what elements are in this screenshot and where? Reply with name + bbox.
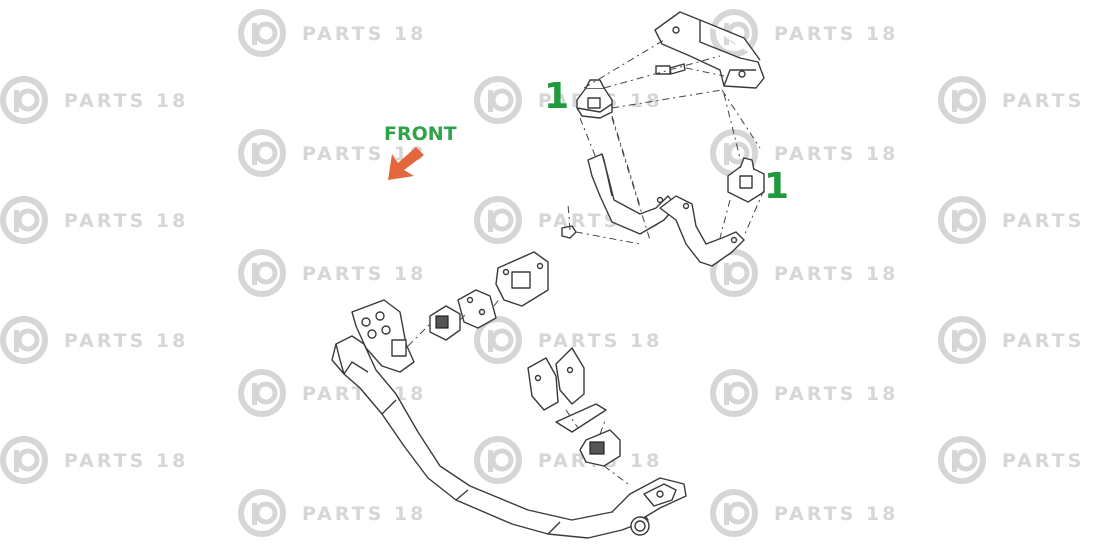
front-label: FRONT xyxy=(384,123,457,145)
callout-number-upper: 1 xyxy=(544,76,569,117)
watermark-text: PARTS xyxy=(1002,90,1084,112)
parts18-logo-icon xyxy=(474,316,522,364)
watermark-text: PARTS 18 xyxy=(302,503,426,525)
assembly-leader-lines xyxy=(567,39,765,245)
mount-support-bracket-left xyxy=(587,153,677,235)
watermark-text: PARTS xyxy=(1002,450,1084,472)
watermark-text: PARTS 18 xyxy=(302,263,426,285)
front-arrow-icon xyxy=(388,147,424,180)
mount-support-bracket-right xyxy=(659,195,745,267)
parts18-logo-icon xyxy=(0,76,48,124)
watermark-text: PARTS 18 xyxy=(64,90,188,112)
parts18-logo-icon xyxy=(938,196,986,244)
watermark-text: PARTS xyxy=(1002,210,1084,232)
front-direction-indicator: FRONT xyxy=(384,123,457,180)
nut xyxy=(561,225,577,239)
parts18-logo-icon xyxy=(238,9,286,57)
parts18-logo-icon xyxy=(710,249,758,297)
watermark-parts18: PARTS 18 xyxy=(0,436,188,484)
watermark-parts18: PARTS 18 xyxy=(0,76,188,124)
watermark-parts18: PARTS 18 xyxy=(0,196,188,244)
watermark-text: PARTS xyxy=(1002,330,1084,352)
watermark-parts18: PARTS 18 xyxy=(238,9,426,57)
parts18-logo-icon xyxy=(938,436,986,484)
watermark-parts18: PARTS 18 xyxy=(238,489,426,537)
parts18-logo-icon xyxy=(474,76,522,124)
watermark-text: PARTS 18 xyxy=(64,210,188,232)
watermark-parts18: PARTS 18 xyxy=(710,489,898,537)
parts18-logo-icon xyxy=(474,436,522,484)
watermark-text: PARTS 18 xyxy=(774,503,898,525)
watermark-text: PARTS 18 xyxy=(774,383,898,405)
parts18-logo-icon xyxy=(238,489,286,537)
engine-mount-insulator-upper xyxy=(576,79,613,119)
watermark-parts18: PARTS 18 xyxy=(710,9,898,57)
watermark-text: PARTS 18 xyxy=(538,330,662,352)
watermark-parts18: PARTS 18 xyxy=(238,129,423,177)
rear-mount-insulator-assembly xyxy=(407,251,549,347)
watermark-parts18: PARTS 18 xyxy=(474,76,659,124)
watermark-parts18: PARTS xyxy=(938,436,1084,484)
upper-mount-bracket xyxy=(654,11,765,89)
parts18-logo-icon xyxy=(238,369,286,417)
watermark-parts18: PARTS 18 xyxy=(710,249,898,297)
parts18-logo-icon xyxy=(710,369,758,417)
watermark-text: PARTS 18 xyxy=(64,330,188,352)
transmission-crossmember xyxy=(331,299,687,539)
parts18-logo-icon xyxy=(938,316,986,364)
parts18-logo-icon xyxy=(938,76,986,124)
watermark-parts18: PARTS 18 xyxy=(474,316,662,364)
parts18-logo-icon xyxy=(710,489,758,537)
watermark-text: PARTS 18 xyxy=(302,23,426,45)
engine-mount-insulator-right xyxy=(727,157,765,203)
watermark-text: PARTS 18 xyxy=(774,263,898,285)
watermark-parts18: PARTS xyxy=(938,76,1084,124)
parts18-logo-icon xyxy=(0,316,48,364)
watermark-parts18: PARTS 18 xyxy=(474,436,659,484)
watermark-parts18: PARTS 18 xyxy=(0,316,188,364)
front-mount-insulator-assembly xyxy=(527,347,629,485)
watermark-text: PARTS 18 xyxy=(774,23,898,45)
watermark-text: PARTS 18 xyxy=(64,450,188,472)
parts18-logo-icon xyxy=(238,249,286,297)
watermark-parts18: PARTS xyxy=(938,316,1084,364)
watermark-text: PARTS 18 xyxy=(774,143,898,165)
parts18-logo-icon xyxy=(0,196,48,244)
callout-number-right: 1 xyxy=(764,166,789,207)
parts18-logo-icon xyxy=(474,196,522,244)
watermark-parts18: PARTS 18 xyxy=(238,249,426,297)
bolt xyxy=(655,63,686,75)
parts18-logo-icon xyxy=(238,129,286,177)
parts18-logo-icon xyxy=(0,436,48,484)
watermark-parts18: PARTS xyxy=(938,196,1084,244)
watermark-parts18: PARTS 18 xyxy=(710,369,898,417)
